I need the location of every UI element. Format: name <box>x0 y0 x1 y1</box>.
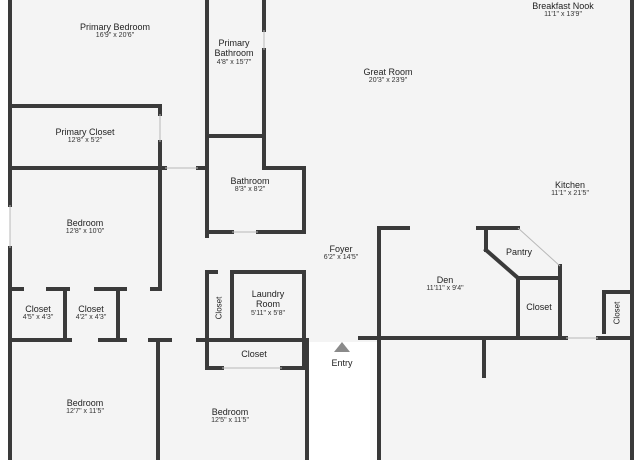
entry-text: Entry <box>331 358 353 368</box>
room-name: Breakfast Nook <box>532 1 594 11</box>
room-dims: 12'7" x 11'5" <box>66 408 104 416</box>
room-dims: 4'8" x 15'7" <box>216 58 252 66</box>
room-dims: 6'2" x 14'5" <box>323 254 359 262</box>
room-name: Closet <box>78 304 104 314</box>
room-bedroom-bottom-middle: Bedroom 12'5" x 11'5" <box>211 407 249 425</box>
room-name: Primary Closet <box>55 127 115 137</box>
room-primary-bathroom: Primary Bathroom 4'8" x 15'7" <box>204 38 264 67</box>
room-name: Closet <box>241 349 267 359</box>
entry-porch <box>307 342 379 460</box>
room-name: Bathroom <box>230 176 270 186</box>
room-closet-kitchen: Closet <box>526 302 552 312</box>
room-name: Primary Bathroom <box>214 38 254 59</box>
room-kitchen: Kitchen 11'1" x 21'5" <box>551 180 589 198</box>
room-foyer: Foyer 6'2" x 14'5" <box>324 244 359 262</box>
room-name: Closet <box>25 304 51 314</box>
room-pantry: Pantry <box>506 247 532 257</box>
room-dims: 12'8" x 5'2" <box>67 137 103 145</box>
room-closet-b: Closet 4'2" x 4'3" <box>76 304 107 322</box>
room-dims: 11'11" x 9'4" <box>426 285 464 293</box>
room-closet-hall: Closet <box>241 349 267 359</box>
room-name: Pantry <box>505 247 533 257</box>
room-bathroom: Bathroom 8'3" x 8'2" <box>230 176 269 194</box>
room-closet-a: Closet 4'5" x 4'3" <box>23 304 54 322</box>
room-name: Foyer <box>329 244 353 254</box>
walls <box>8 0 634 460</box>
room-primary-bedroom: Primary Bedroom 16'9" x 20'6" <box>80 22 150 40</box>
room-breakfast-nook: Breakfast Nook 11'1" x 13'9" <box>532 1 594 19</box>
room-name: Great Room <box>363 67 413 77</box>
room-bedroom-middle: Bedroom 12'8" x 10'0" <box>66 218 104 236</box>
room-dims: 11'1" x 21'5" <box>551 190 589 198</box>
room-dims: 16'9" x 20'6" <box>95 32 135 40</box>
room-dims: 5'11" x 5'8" <box>251 309 285 317</box>
exterior-left <box>0 0 10 460</box>
exterior-right <box>632 0 640 460</box>
room-dims: 12'5" x 11'5" <box>211 417 249 425</box>
room-name: Primary Bedroom <box>79 22 151 32</box>
room-primary-closet: Primary Closet 12'8" x 5'2" <box>55 127 114 145</box>
room-dims: 8'3" x 8'2" <box>234 186 266 194</box>
entry-arrow-icon <box>334 342 350 352</box>
room-name: Closet <box>526 302 552 312</box>
entry-label: Entry <box>331 358 352 368</box>
room-name: Bedroom <box>66 398 104 408</box>
room-dims: 20'3" x 23'9" <box>368 77 408 85</box>
room-dims: 4'2" x 4'3" <box>75 314 107 322</box>
room-great-room: Great Room 20'3" x 23'9" <box>363 67 412 85</box>
room-name: Bedroom <box>211 407 249 417</box>
room-laundry: Laundry Room 5'11" x 5'8" <box>242 289 294 318</box>
door-openings <box>9 30 598 369</box>
room-bedroom-bottom-left: Bedroom 12'7" x 11'5" <box>66 398 104 416</box>
room-closet-vertical-right: Closet <box>612 301 622 325</box>
room-dims: 4'5" x 4'3" <box>22 314 54 322</box>
room-dims: 12'8" x 10'0" <box>65 228 105 236</box>
room-name: Kitchen <box>554 180 586 190</box>
room-dims: 11'1" x 13'9" <box>544 11 582 19</box>
room-name: Bedroom <box>66 218 104 228</box>
room-name: Den <box>436 275 454 285</box>
room-den: Den 11'11" x 9'4" <box>426 275 463 293</box>
room-name: Laundry Room <box>251 289 285 310</box>
room-closet-vertical-left: Closet <box>214 296 224 320</box>
